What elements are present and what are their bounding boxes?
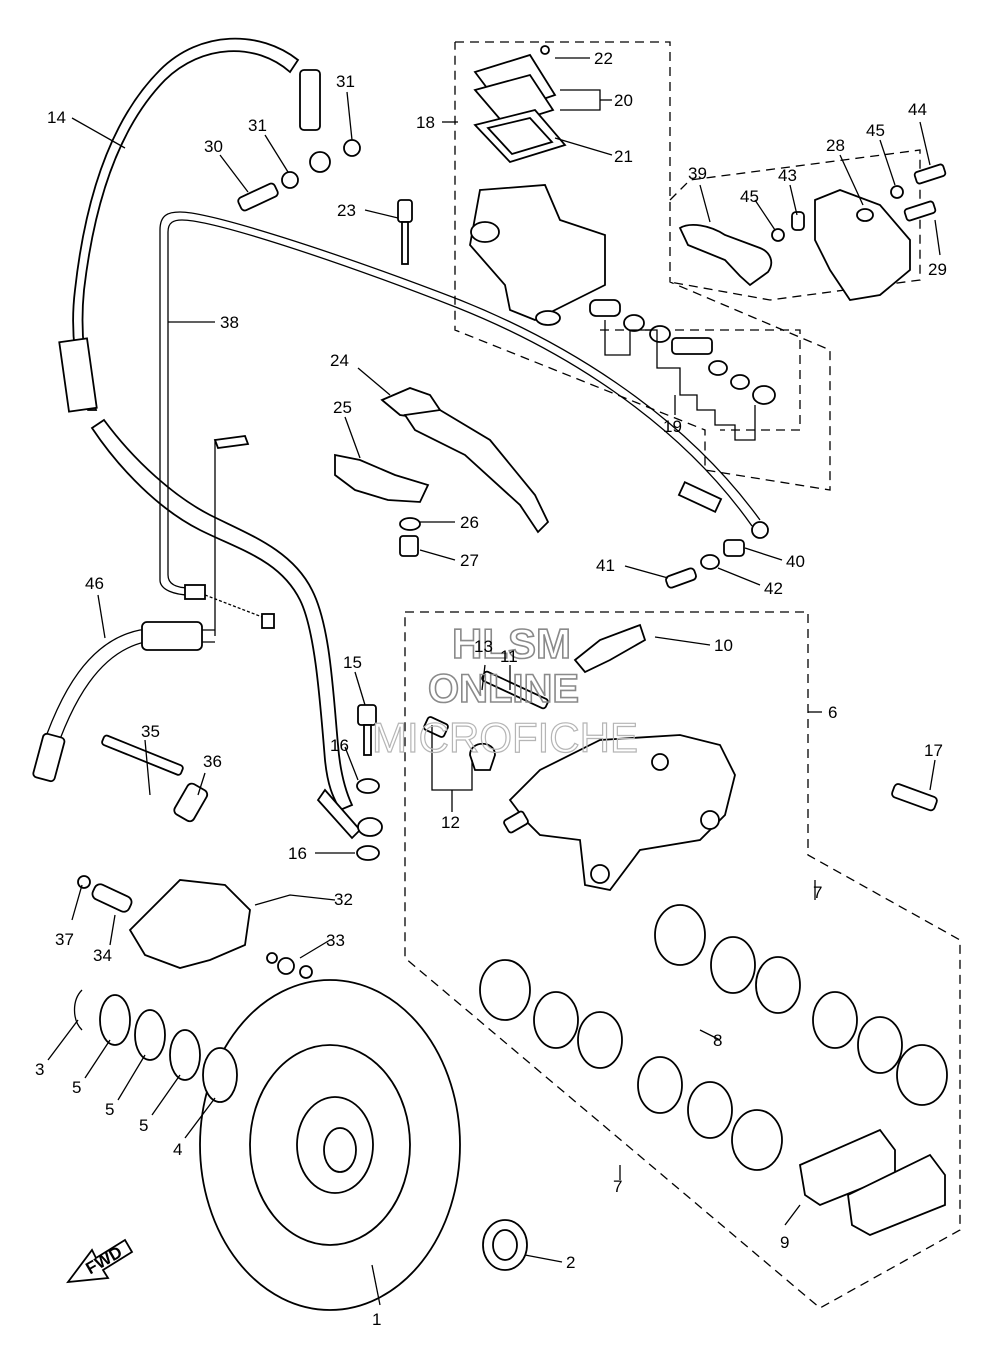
callout-7b: 7	[613, 1177, 622, 1196]
callout-28: 28	[826, 136, 845, 155]
callout-5a: 5	[72, 1078, 81, 1097]
callout-10: 10	[714, 636, 733, 655]
callout-5c: 5	[139, 1116, 148, 1135]
callout-38: 38	[220, 313, 239, 332]
washers-3-4-5	[73, 989, 238, 1103]
callout-36: 36	[203, 752, 222, 771]
callout-7a: 7	[813, 883, 822, 902]
callout-25: 25	[333, 398, 352, 417]
callout-44: 44	[908, 100, 927, 119]
callout-31b: 31	[336, 72, 355, 91]
callout-42: 42	[764, 579, 783, 598]
piston-kit-19	[589, 299, 776, 441]
pedal-assembly-box	[669, 149, 921, 301]
fasteners	[237, 139, 938, 861]
callout-13: 13	[474, 637, 493, 656]
callout-11: 11	[500, 647, 518, 666]
pedal-bracket-28	[814, 189, 911, 301]
callout-33: 33	[326, 931, 345, 950]
pushrod-24	[380, 387, 550, 534]
callout-9: 9	[780, 1233, 789, 1252]
callout-31a: 31	[248, 116, 267, 135]
watermark: HLSM ONLINE MICROFICHE	[371, 619, 638, 761]
bushing-2	[482, 1219, 528, 1271]
master-cylinder-assembly-box	[454, 41, 831, 491]
leader-lines	[47, 57, 941, 1306]
master-cylinder-body	[469, 184, 606, 326]
caliper-pistons	[479, 904, 948, 1171]
callout-45a: 45	[866, 121, 885, 140]
callout-19: 19	[663, 417, 682, 436]
brake-hose-14	[58, 37, 362, 840]
callout-1: 1	[372, 1310, 381, 1329]
callout-45b: 45	[740, 187, 759, 206]
brake-pads-9	[798, 1128, 946, 1236]
callout-18: 18	[416, 113, 435, 132]
callout-5b: 5	[105, 1100, 114, 1119]
reservoir-cap-20-21-22	[473, 45, 567, 164]
brake-disc-1	[199, 979, 461, 1311]
caliper-6	[423, 623, 736, 891]
callout-16a: 16	[330, 736, 349, 755]
watermark-line2: ONLINE	[428, 667, 579, 711]
pedal-39	[678, 224, 773, 287]
callout-6: 6	[828, 703, 837, 722]
caliper-assembly-box	[404, 611, 961, 1309]
callout-35: 35	[141, 722, 160, 741]
callout-16b: 16	[288, 844, 307, 863]
callout-32: 32	[334, 890, 353, 909]
callout-15: 15	[343, 653, 362, 672]
callout-39: 39	[688, 164, 707, 183]
callout-29: 29	[928, 260, 947, 279]
callout-12: 12	[441, 813, 460, 832]
brake-switch-parts	[77, 734, 324, 994]
callout-34: 34	[93, 946, 112, 965]
callout-30: 30	[204, 137, 223, 156]
callout-46: 46	[85, 574, 104, 593]
clevis-25-26-27	[334, 453, 430, 557]
callout-26: 26	[460, 513, 479, 532]
callout-41: 41	[596, 556, 615, 575]
callout-21: 21	[614, 147, 633, 166]
callout-14: 14	[47, 108, 66, 127]
bolt-23	[397, 199, 413, 265]
callout-labels: 1 2 3 4 5 5 5 6 7 7 8 9 10 11 12 13 14 1…	[35, 49, 947, 1329]
cable-38	[159, 211, 769, 629]
callout-3: 3	[35, 1060, 44, 1079]
callout-37: 37	[55, 930, 74, 949]
watermark-line1: HLSM	[452, 620, 571, 667]
callout-40: 40	[786, 552, 805, 571]
callout-43: 43	[778, 166, 797, 185]
callout-24: 24	[330, 351, 349, 370]
callout-2: 2	[566, 1253, 575, 1272]
callout-23: 23	[337, 201, 356, 220]
fwd-arrow-icon: FWD	[66, 1238, 134, 1284]
callout-22: 22	[594, 49, 613, 68]
cable-46	[32, 435, 250, 783]
callout-20: 20	[614, 91, 633, 110]
callout-8: 8	[713, 1031, 722, 1050]
callout-17: 17	[924, 741, 943, 760]
callout-4: 4	[173, 1140, 182, 1159]
callout-27: 27	[460, 551, 479, 570]
small-parts-29-45-44-43	[771, 163, 947, 242]
watermark-line3: MICROFICHE	[372, 714, 638, 761]
